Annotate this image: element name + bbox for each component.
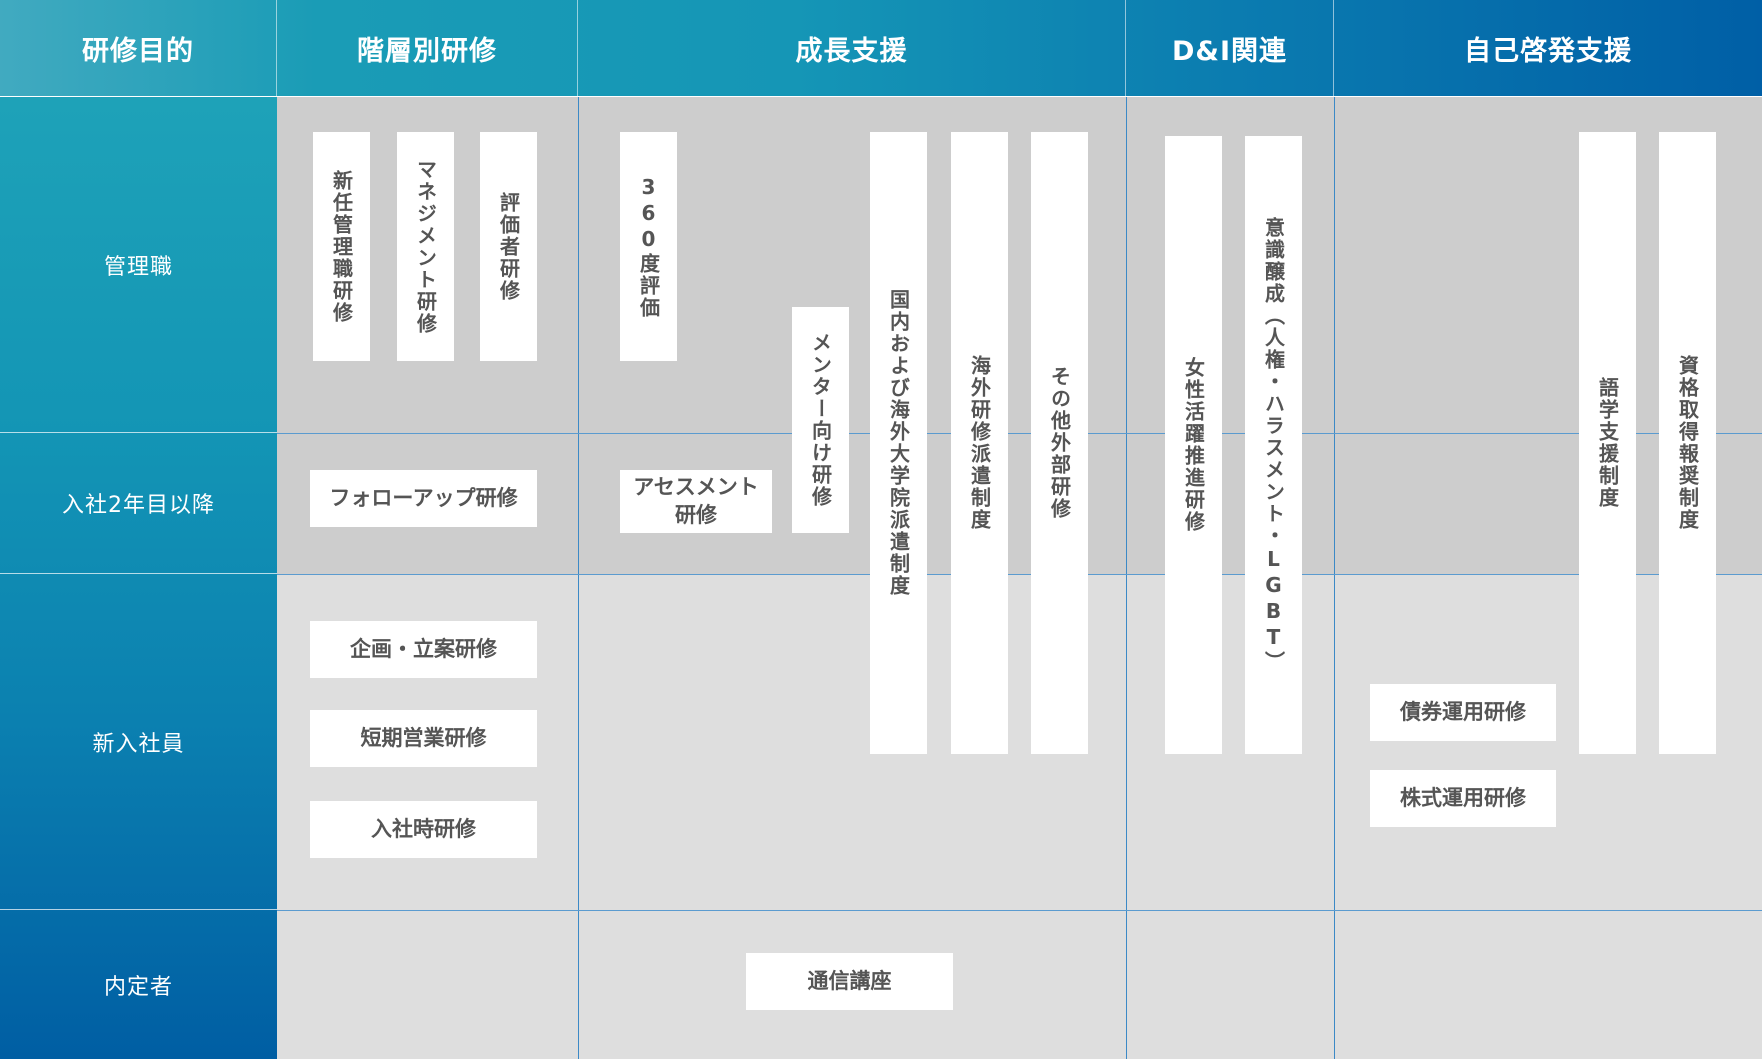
box-label: 海外研修派遣制度 [967, 355, 992, 531]
box-external-training: その他外部研修 [1031, 132, 1088, 754]
grid-line-h3 [277, 910, 1762, 911]
box-label: 意識醸成（人権・ハラスメント・LGBT） [1261, 217, 1286, 673]
box-evaluator-training: 評価者研修 [480, 132, 537, 361]
box-overseas-dispatch: 海外研修派遣制度 [951, 132, 1008, 754]
header-purpose: 研修目的 [0, 0, 277, 96]
box-language-support: 語学支援制度 [1579, 132, 1636, 754]
box-label: 評価者研修 [496, 191, 521, 302]
grid-line-v1 [578, 97, 579, 1059]
box-grad-school-dispatch: 国内および海外大学院派遣制度 [870, 132, 927, 754]
box-label: 資格取得報奨制度 [1675, 355, 1700, 531]
header-band [0, 0, 1762, 96]
box-label: マネジメント研修 [413, 158, 438, 335]
box-360-evaluation: 360度評価 [620, 132, 677, 361]
header-tiered-training: 階層別研修 [277, 0, 578, 96]
box-label: 新任管理職研修 [329, 169, 354, 324]
box-awareness-training: 意識醸成（人権・ハラスメント・LGBT） [1245, 136, 1302, 754]
box-label: メンター向け研修 [808, 332, 833, 508]
grid-line-h1 [277, 433, 1762, 434]
box-onboarding-training: 入社時研修 [310, 801, 537, 858]
box-mentor-training: メンター向け研修 [792, 307, 849, 533]
box-women-advancement-training: 女性活躍推進研修 [1165, 136, 1222, 754]
header-growth-support: 成長支援 [578, 0, 1126, 96]
box-label: その他外部研修 [1047, 366, 1072, 520]
box-short-sales-training: 短期営業研修 [310, 710, 537, 767]
box-correspondence-course: 通信講座 [746, 953, 953, 1010]
grid-line-v2 [1126, 97, 1127, 1059]
grid-line-h2 [277, 574, 1762, 575]
box-bond-investment-training: 債券運用研修 [1370, 684, 1556, 741]
row-label-manager: 管理職 [0, 97, 277, 433]
header-dni: D&I関連 [1126, 0, 1334, 96]
row-label-prospective: 内定者 [103, 974, 173, 1000]
box-label: 360度評価 [636, 174, 661, 319]
box-stock-investment-training: 株式運用研修 [1370, 770, 1556, 827]
header-self-development: 自己啓発支援 [1464, 35, 1632, 67]
box-new-manager-training: 新任管理職研修 [313, 132, 370, 361]
row-label-second-year: 入社2年目以降 [0, 433, 277, 574]
row-label-new-hire: 新入社員 [0, 574, 277, 910]
box-assessment-training: アセスメント 研修 [620, 470, 772, 533]
row-label-column [0, 97, 277, 1059]
box-label: 語学支援制度 [1595, 377, 1620, 509]
box-follow-up-training: フォローアップ研修 [310, 470, 537, 527]
grid-line-v3 [1334, 97, 1335, 1059]
box-planning-training: 企画・立案研修 [310, 621, 537, 678]
box-label: 国内および海外大学院派遣制度 [886, 289, 911, 597]
box-management-training: マネジメント研修 [397, 132, 454, 361]
box-qualification-reward: 資格取得報奨制度 [1659, 132, 1716, 754]
box-label: 女性活躍推進研修 [1181, 357, 1206, 533]
